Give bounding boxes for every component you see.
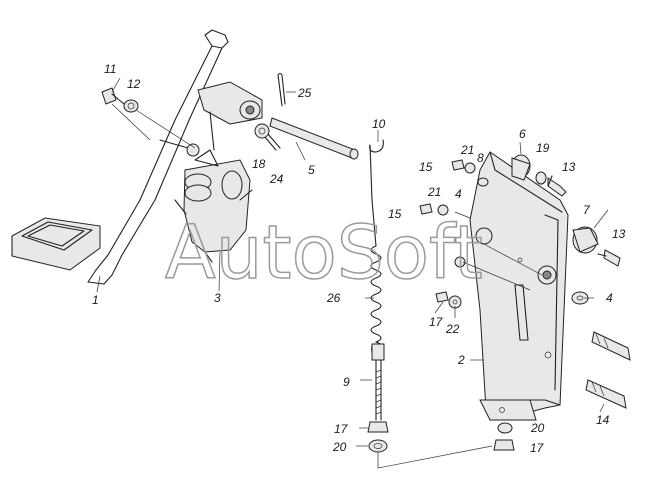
- callout-6: 6: [519, 127, 526, 141]
- callout-13-mid: 13: [612, 227, 626, 241]
- callout-2: 2: [457, 353, 465, 367]
- nut-17-right: [493, 439, 515, 451]
- callout-4-left: 4: [455, 187, 462, 201]
- leader-lines: [96, 77, 609, 447]
- bolt-13-mid: [597, 249, 621, 267]
- nut-15-top: [451, 159, 465, 171]
- callout-21-mid: 21: [427, 185, 441, 199]
- callout-15-mid: 15: [388, 207, 402, 221]
- callout-26: 26: [326, 291, 341, 305]
- bushing-6: [511, 154, 531, 181]
- bolt-14-b: [585, 379, 627, 409]
- nut-24: [254, 123, 270, 139]
- callout-10: 10: [372, 117, 386, 131]
- callout-12: 12: [127, 77, 141, 91]
- washer-21-mid: [437, 204, 449, 216]
- small-pin-18: [263, 133, 281, 151]
- washer-19: [535, 171, 547, 185]
- nut-17-mid: [435, 291, 449, 303]
- pedal-pad: [11, 217, 101, 271]
- callout-20-lower: 20: [332, 440, 347, 454]
- washer-4: [571, 291, 589, 305]
- bolt-13-top: [547, 175, 567, 197]
- nut-15-mid: [419, 203, 433, 215]
- callout-14-a: 14: [596, 413, 610, 427]
- bolt-11: [101, 87, 125, 105]
- callout-21-top: 21: [460, 143, 474, 157]
- callout-17-mid: 17: [429, 315, 444, 329]
- callout-17-right: 17: [530, 441, 545, 455]
- callout-1: 1: [92, 293, 99, 307]
- callout-15-top: 15: [419, 160, 433, 174]
- callout-labels: 1 2 3 4 4 5 6 7 8 9 10 11 12 13 13 14 15…: [92, 62, 626, 455]
- washer-20-right: [497, 422, 513, 434]
- adjusting-rod: [371, 343, 385, 421]
- washer-21-top: [464, 162, 476, 174]
- nut-17-lower: [367, 421, 389, 433]
- callout-3: 3: [214, 291, 221, 305]
- hook-rod: [369, 139, 384, 247]
- pivot-bracket: [197, 81, 263, 151]
- callout-25: 25: [297, 86, 312, 100]
- callout-4-right: 4: [606, 291, 613, 305]
- bolt-14-a: [591, 331, 631, 361]
- callout-8: 8: [477, 151, 484, 165]
- callout-20-right: 20: [530, 421, 545, 435]
- callout-13-top: 13: [562, 160, 576, 174]
- washer-20-lower: [368, 439, 388, 453]
- watermark-text: AutoSoft: [165, 210, 483, 296]
- callout-18: 18: [252, 157, 266, 171]
- callout-7: 7: [583, 203, 591, 217]
- master-cylinder: [174, 143, 253, 263]
- cotter-pin: [277, 72, 286, 107]
- callout-11: 11: [104, 62, 116, 76]
- callout-24: 24: [269, 172, 284, 186]
- washer-8: [477, 177, 489, 187]
- callout-5: 5: [308, 163, 315, 177]
- callout-17-lower: 17: [334, 422, 349, 436]
- callout-9: 9: [343, 375, 350, 389]
- callout-19: 19: [536, 141, 550, 155]
- main-bracket: [454, 151, 569, 421]
- pivot-shaft: [269, 117, 359, 160]
- washer-12: [123, 99, 139, 113]
- callout-22: 22: [445, 322, 460, 336]
- bushing-7: [572, 226, 599, 254]
